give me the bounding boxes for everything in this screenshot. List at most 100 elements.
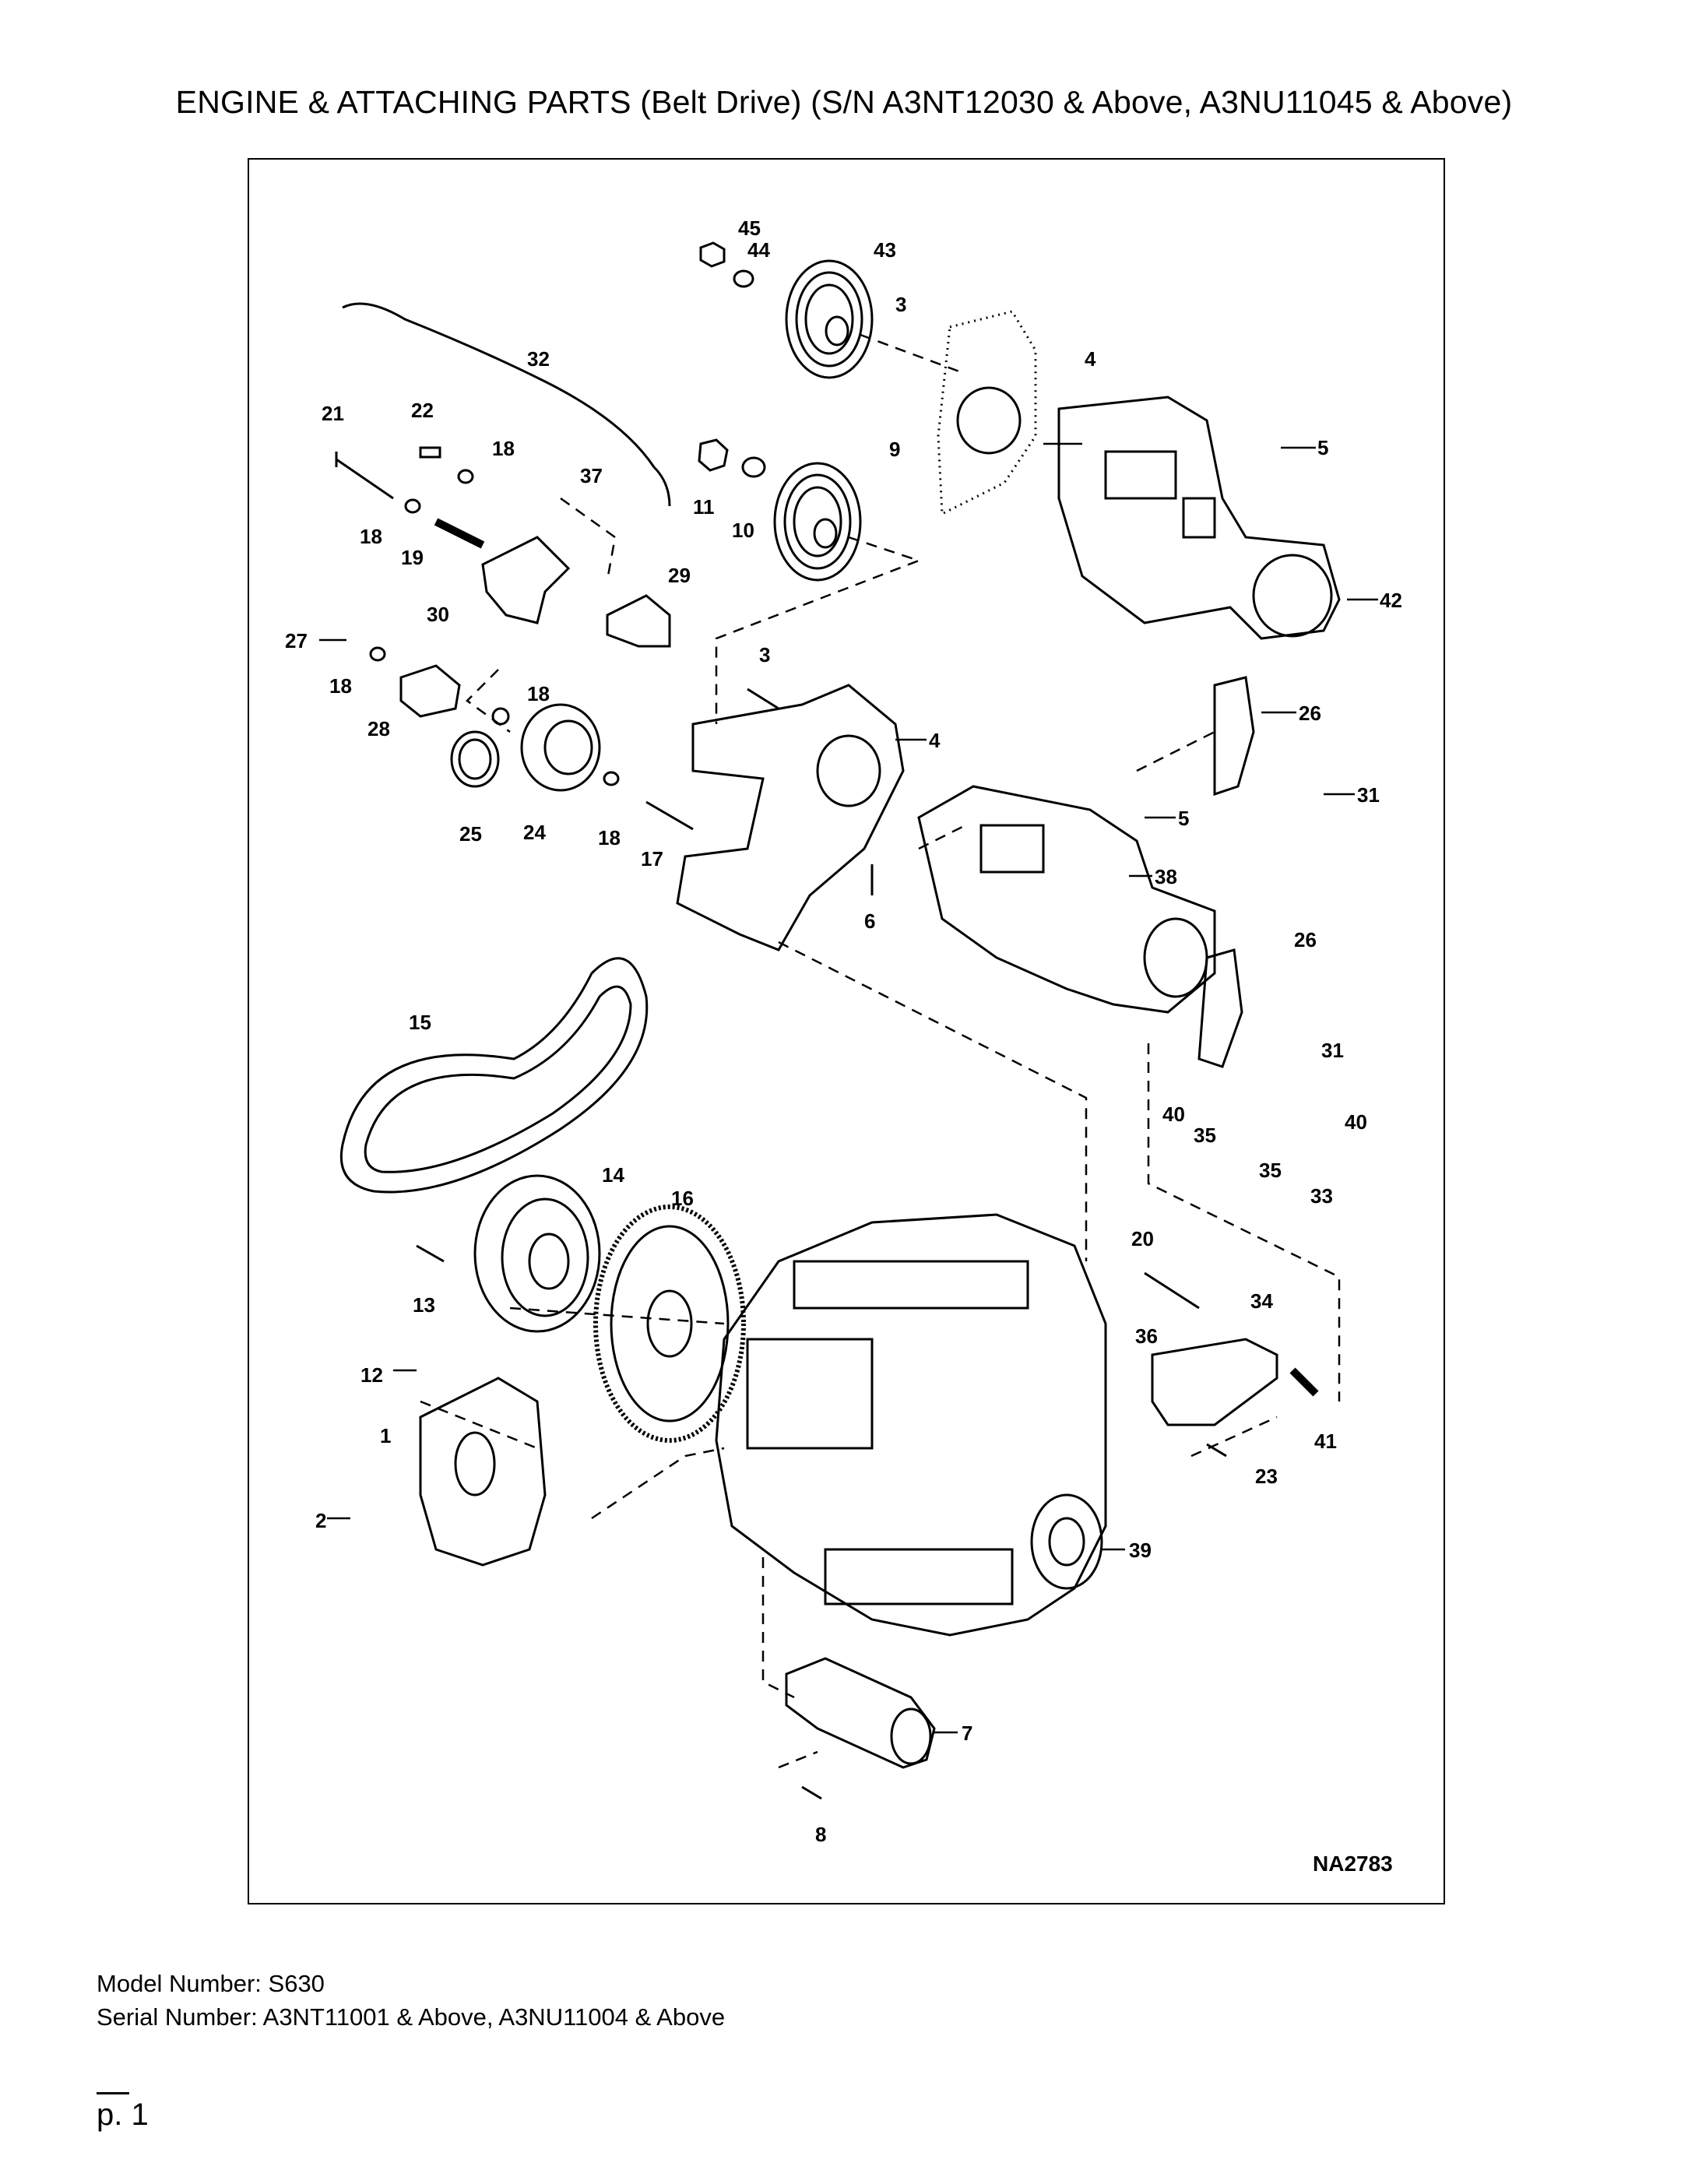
callout-39: 39 (1129, 1539, 1152, 1562)
callout-32: 32 (527, 347, 550, 371)
callout-9: 9 (889, 438, 900, 461)
callout-2: 2 (315, 1509, 326, 1532)
callout-42: 42 (1380, 589, 1402, 612)
washer-10 (741, 456, 766, 478)
callout-18-d: 18 (527, 682, 550, 705)
engine-mount-36 (1151, 1338, 1278, 1426)
washer-18b (404, 498, 421, 514)
callout-24: 24 (523, 821, 546, 844)
engine-bracket-4 (676, 684, 905, 951)
callout-4-mid: 4 (929, 729, 941, 752)
callout-16: 16 (671, 1187, 694, 1210)
belt-32-bracket (342, 302, 671, 507)
callout-4-top: 4 (1085, 347, 1096, 371)
page-title: ENGINE & ATTACHING PARTS (Belt Drive) (S… (175, 84, 1513, 120)
pulley-9 (773, 462, 862, 582)
callout-27: 27 (285, 629, 308, 652)
starter-motor-7 (785, 1657, 936, 1769)
callout-25: 25 (459, 822, 482, 846)
callout-10: 10 (732, 519, 754, 542)
callout-11: 11 (693, 495, 715, 519)
callout-17: 17 (641, 847, 663, 870)
callout-45: 45 (738, 216, 761, 240)
callout-29: 29 (668, 564, 691, 587)
nut-45 (699, 241, 726, 268)
crank-pulley-14 (473, 1174, 601, 1333)
callout-38: 38 (1155, 865, 1177, 888)
callout-20: 20 (1131, 1227, 1154, 1250)
callout-35-left: 35 (1194, 1124, 1216, 1147)
front-cover-1 (419, 1377, 547, 1567)
callout-26-mid: 26 (1294, 928, 1317, 951)
pulley-43 (785, 259, 874, 379)
bolt-17 (645, 800, 694, 831)
callout-8: 8 (815, 1823, 826, 1846)
hydrostatic-pump-38 (917, 785, 1216, 1014)
callout-37: 37 (580, 464, 603, 487)
serial-number: Serial Number: A3NT11001 & Above, A3NU11… (97, 2003, 726, 2031)
callout-35-right: 35 (1259, 1159, 1282, 1182)
callout-3-top: 3 (895, 293, 906, 316)
bolt-13 (416, 1244, 445, 1263)
diagram-frame (248, 158, 1445, 1904)
bolt-22 (419, 446, 441, 459)
flywheel-16 (593, 1205, 746, 1443)
callout-26-top: 26 (1299, 702, 1321, 725)
callout-12: 12 (360, 1363, 383, 1387)
bracket-26-mid (1197, 948, 1243, 1068)
callout-5-top: 5 (1317, 436, 1328, 459)
callout-18-b: 18 (360, 525, 382, 548)
callout-15: 15 (409, 1011, 431, 1034)
bolt-20 (1144, 1271, 1200, 1310)
callout-1: 1 (380, 1424, 391, 1447)
callout-21: 21 (322, 402, 344, 425)
idler-pulley-24 (520, 703, 601, 792)
tensioner-28 (399, 664, 461, 718)
callout-14: 14 (602, 1163, 624, 1187)
bolt-23 (1206, 1443, 1227, 1458)
callout-23: 23 (1255, 1465, 1278, 1488)
callout-33: 33 (1310, 1184, 1333, 1208)
callout-18-e: 18 (598, 826, 621, 849)
bolt-3-mid (747, 688, 779, 710)
callout-18-c: 18 (329, 674, 352, 698)
hydraulic-pump-42 (1057, 396, 1341, 640)
callout-44: 44 (747, 238, 770, 262)
callout-43: 43 (874, 238, 896, 262)
callout-40-right: 40 (1345, 1110, 1367, 1134)
callout-5-mid: 5 (1178, 807, 1189, 830)
callout-31-mid: 31 (1321, 1039, 1344, 1062)
washer-18a (457, 469, 474, 484)
cover-plate-4-top (937, 310, 1037, 516)
washer-18c (369, 646, 386, 662)
page-number: p. 1 (97, 2098, 149, 2132)
callout-30: 30 (427, 603, 449, 626)
pin-41 (1289, 1367, 1319, 1397)
nut-11 (698, 438, 729, 472)
drawing-number: NA2783 (1313, 1852, 1393, 1876)
callout-18-a: 18 (492, 437, 515, 460)
bolt-21 (336, 458, 394, 500)
callout-36: 36 (1135, 1324, 1158, 1348)
bracket-30 (481, 536, 571, 624)
model-number: Model Number: S630 (97, 1970, 325, 1997)
callout-22: 22 (411, 399, 434, 422)
callout-6: 6 (864, 909, 875, 933)
callout-19: 19 (401, 546, 424, 569)
washer-44 (733, 269, 754, 288)
page-divider (97, 2092, 129, 2094)
callout-40-left: 40 (1162, 1103, 1185, 1126)
spring-25 (450, 730, 500, 788)
spacer-19 (434, 518, 485, 549)
serpentine-belt-15 (339, 957, 649, 1194)
callout-7: 7 (962, 1722, 972, 1745)
callout-31-top: 31 (1357, 783, 1380, 807)
engine-39 (715, 1213, 1107, 1637)
callout-28: 28 (367, 717, 390, 740)
mount-29 (606, 594, 671, 648)
callout-13: 13 (413, 1293, 435, 1317)
bracket-26-top (1213, 676, 1255, 797)
callout-3-mid: 3 (759, 643, 770, 666)
callout-34: 34 (1250, 1289, 1273, 1313)
